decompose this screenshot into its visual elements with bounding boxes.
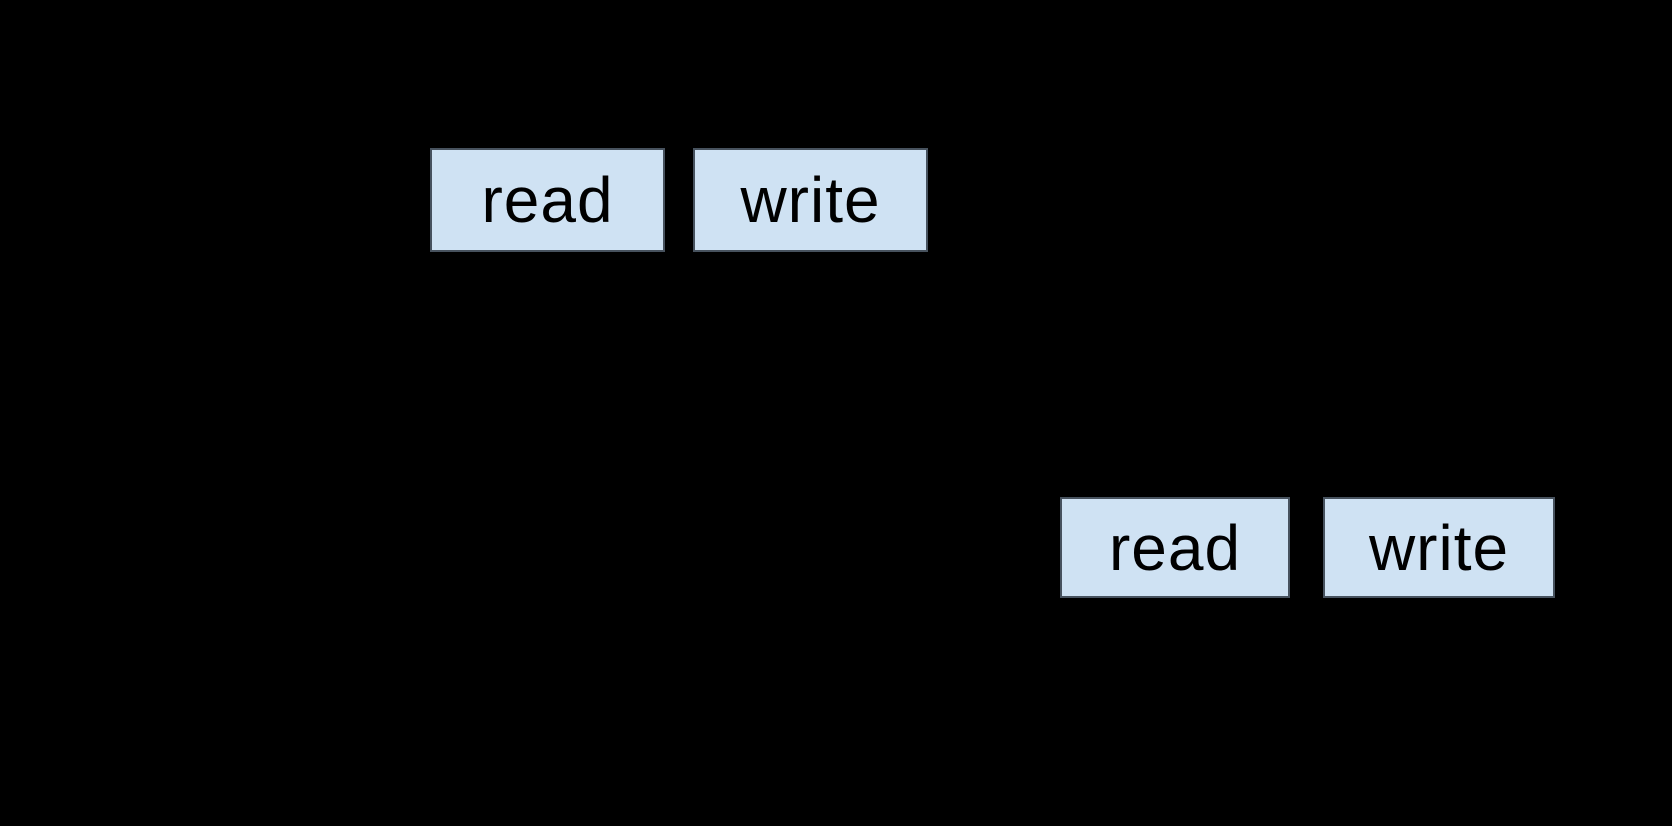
lower-read-box: read [1060, 497, 1290, 598]
upper-read-label: read [481, 164, 614, 236]
upper-read-box: read [430, 148, 665, 252]
lower-write-box: write [1323, 497, 1555, 598]
upper-write-box: write [693, 148, 928, 252]
lower-read-label: read [1108, 511, 1242, 584]
lower-write-label: write [1368, 511, 1510, 584]
upper-write-label: write [740, 164, 881, 236]
